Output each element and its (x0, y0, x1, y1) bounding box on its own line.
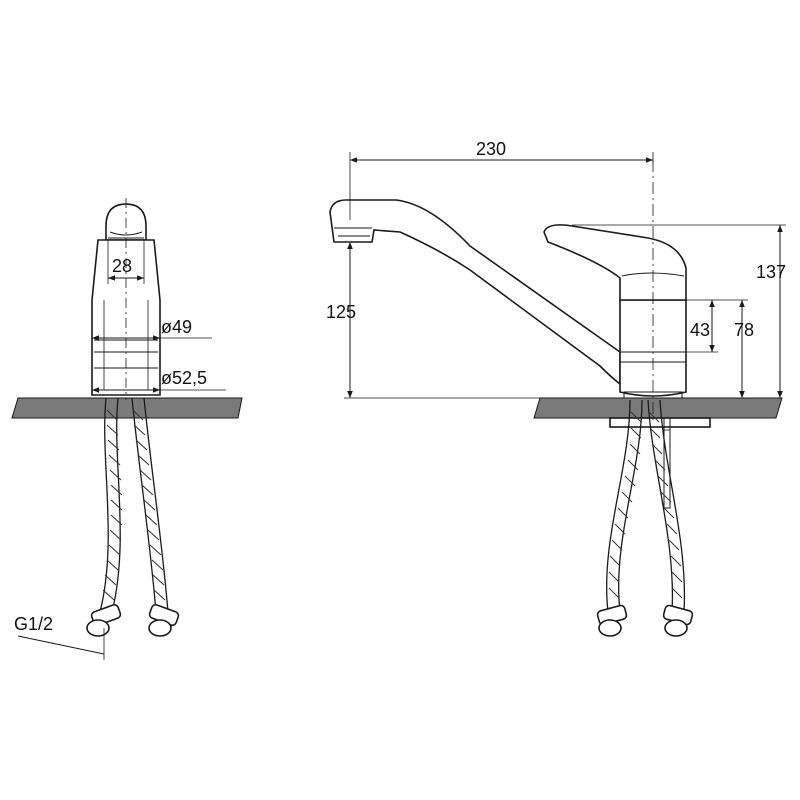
dim-total-height: 137 (756, 262, 786, 282)
side-countertop (11, 397, 243, 419)
front-countertop (533, 397, 783, 419)
dim-spout-reach: 230 (476, 139, 506, 159)
front-handle (543, 224, 687, 301)
dim-body-height-outer: 78 (734, 320, 754, 340)
dim-body-height-inner: 43 (690, 320, 710, 340)
dim-side-base-diameter: ø52,5 (161, 368, 207, 388)
front-view: 230 125 43 78 137 (326, 139, 786, 637)
dim-spout-height: 125 (326, 302, 356, 322)
dim-side-handle-width: 28 (112, 256, 132, 276)
front-hoses (596, 399, 694, 637)
dim-side-body-diameter: ø49 (161, 317, 192, 337)
side-hoses (86, 397, 180, 637)
side-view: 28 ø49 ø52,5 G1/2 (11, 198, 243, 660)
dim-connection-thread: G1/2 (14, 614, 53, 634)
